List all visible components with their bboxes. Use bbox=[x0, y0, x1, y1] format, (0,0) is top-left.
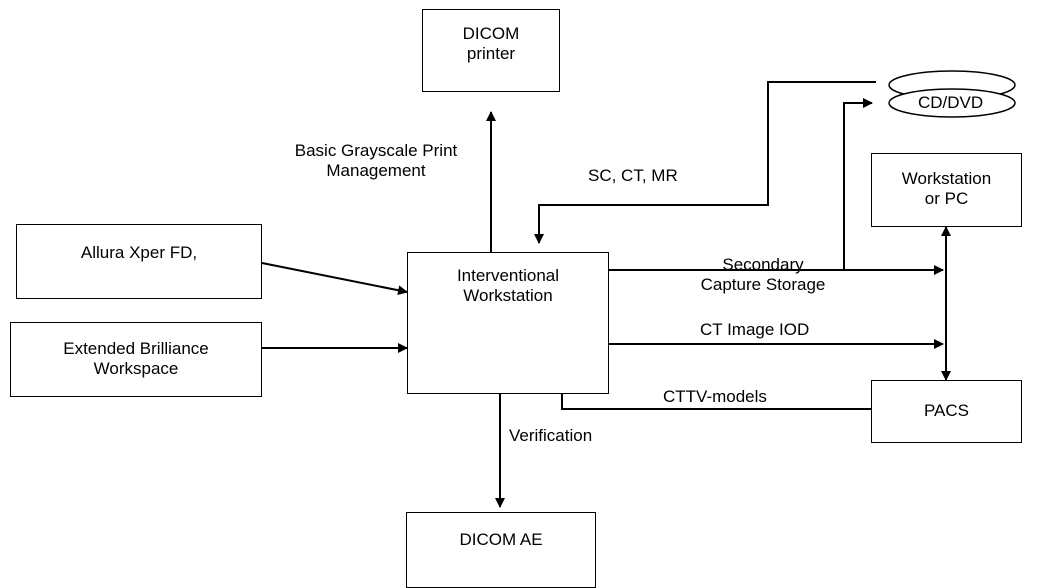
interventional-workstation-box: Interventional Workstation bbox=[407, 252, 609, 394]
cd-dvd-label: CD/DVD bbox=[918, 93, 984, 112]
cttv-models-label: CTTV-models bbox=[663, 387, 767, 406]
dicom-printer-line-1: DICOM bbox=[462, 24, 520, 43]
edge-sc-ct-mr bbox=[534, 81, 876, 244]
pacs-label: PACS bbox=[923, 401, 970, 420]
sc-ct-mr-label: SC, CT, MR bbox=[588, 166, 678, 185]
print-management-line-1: Basic Grayscale Print bbox=[294, 141, 458, 160]
pacs-box: PACS bbox=[871, 380, 1022, 443]
brilliance-line-1: Extended Brilliance bbox=[63, 339, 209, 358]
workstation-line-2: Workstation bbox=[463, 286, 553, 305]
secondary-capture-line-2: Capture Storage bbox=[700, 275, 826, 294]
dicom-ae-label: DICOM AE bbox=[459, 530, 543, 549]
workstation-line-1: Interventional bbox=[456, 266, 560, 285]
edge-allura-to-workstation bbox=[261, 262, 408, 296]
dicom-printer-line-2: printer bbox=[466, 44, 516, 63]
dicom-ae-box: DICOM AE bbox=[406, 512, 596, 588]
edge-secondary-capture-to-cd bbox=[843, 98, 873, 270]
print-management-line-2: Management bbox=[326, 161, 426, 180]
verification-label: Verification bbox=[509, 426, 593, 445]
ct-image-iod-label: CT Image IOD bbox=[700, 320, 810, 339]
brilliance-line-2: Workspace bbox=[93, 359, 179, 378]
secondary-capture-line-1: Secondary bbox=[722, 255, 804, 274]
workstation-pc-line-2: or PC bbox=[924, 189, 969, 208]
cd-dvd-disk-icon bbox=[888, 70, 1016, 118]
allura-box: Allura Xper FD, bbox=[16, 224, 262, 299]
dicom-printer-box: DICOM printer bbox=[422, 9, 560, 92]
workstation-pc-line-1: Workstation bbox=[901, 169, 992, 188]
print-management-label: Basic Grayscale Print Management bbox=[276, 141, 476, 181]
secondary-capture-label: Secondary Capture Storage bbox=[678, 255, 848, 295]
allura-label: Allura Xper FD, bbox=[80, 243, 198, 262]
brilliance-box: Extended Brilliance Workspace bbox=[10, 322, 262, 397]
workstation-pc-box: Workstation or PC bbox=[871, 153, 1022, 227]
